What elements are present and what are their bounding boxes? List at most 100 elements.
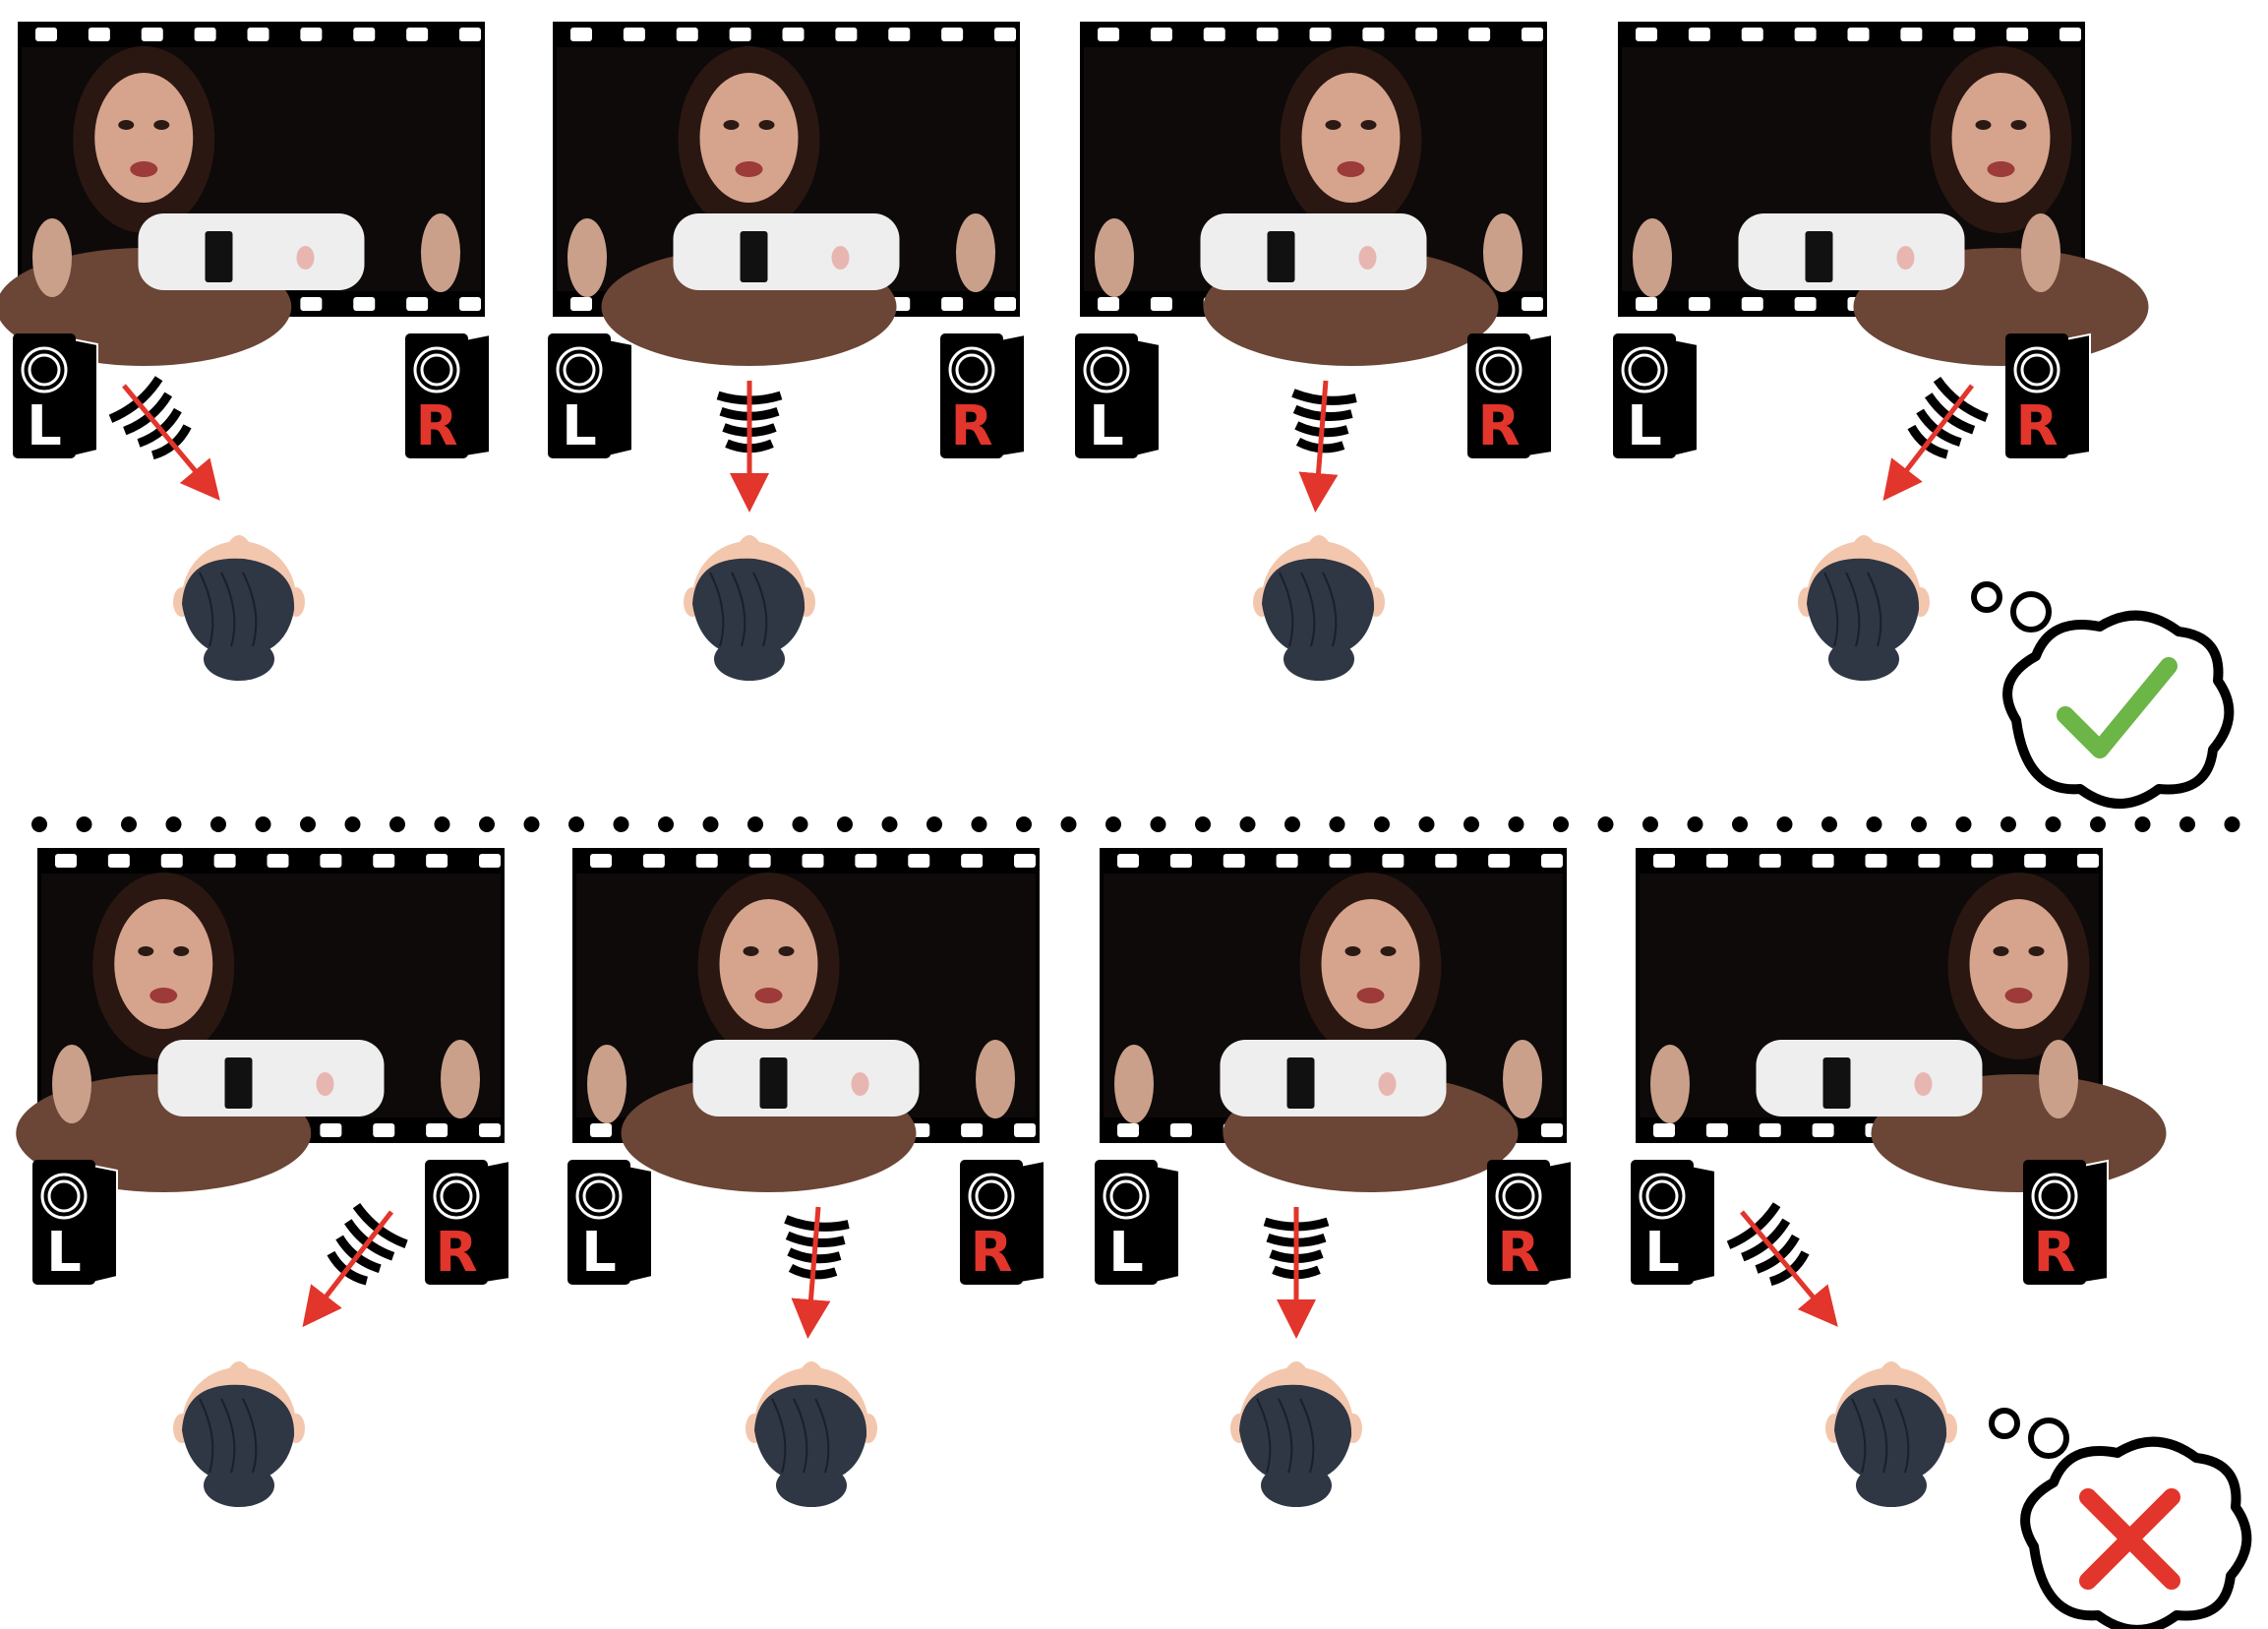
separator-dot — [121, 816, 137, 832]
hair-strand — [752, 572, 768, 647]
hair-strand — [1845, 572, 1861, 647]
sprocket-hole — [353, 28, 376, 41]
sprocket-hole — [320, 854, 342, 868]
separator-dot — [165, 816, 182, 832]
speaker-left: L — [1075, 333, 1161, 458]
performer-eye — [778, 946, 795, 956]
sprocket-hole — [642, 854, 665, 868]
performer-hand — [2039, 1040, 2078, 1118]
sprocket-hole — [459, 297, 481, 311]
sprocket-hole — [426, 1123, 448, 1137]
separator-dot — [702, 816, 719, 832]
sprocket-hole — [590, 1123, 612, 1137]
sprocket-hole — [1117, 1123, 1139, 1137]
hair-strand — [1851, 1398, 1867, 1474]
speaker-side — [1672, 337, 1699, 458]
listener-hair — [182, 558, 295, 657]
sprocket-hole — [141, 28, 163, 41]
sprocket-hole — [2024, 854, 2047, 868]
direction-arrow — [1740, 1210, 1838, 1327]
sprocket-hole — [1953, 28, 1976, 41]
performer-hand — [421, 213, 460, 292]
speaker-label-left: L — [1644, 1221, 1680, 1285]
performer-face — [94, 73, 194, 203]
sprocket-hole — [406, 28, 429, 41]
separator-dot — [2224, 816, 2240, 832]
sprocket-hole — [1812, 854, 1834, 868]
sprocket-hole — [1812, 1123, 1834, 1137]
sprocket-hole — [961, 854, 984, 868]
speaker-label-left: L — [562, 394, 597, 458]
listener-head-icon — [1798, 535, 1930, 681]
sprocket-hole — [1705, 1123, 1728, 1137]
performer-eye — [743, 946, 759, 956]
sprocket-hole — [802, 854, 824, 868]
sprocket-hole — [194, 28, 216, 41]
sprocket-hole — [1741, 297, 1763, 311]
cross-icon — [2079, 1488, 2180, 1590]
microphone-ear — [224, 1057, 253, 1109]
separator-dot — [1553, 816, 1569, 832]
performer-eye — [1380, 946, 1397, 956]
sprocket-hole — [1117, 854, 1139, 868]
sprocket-hole — [1329, 854, 1351, 868]
sprocket-hole — [2077, 854, 2099, 868]
video-still — [1640, 873, 2167, 1192]
row-separator — [31, 816, 2240, 832]
sprocket-hole — [160, 854, 183, 868]
speaker-label-left: L — [581, 1221, 617, 1285]
speaker-left: L — [13, 333, 98, 458]
listener-hair — [1807, 558, 1920, 657]
speaker-cone-icon — [1482, 353, 1516, 387]
sprocket-hole — [479, 854, 501, 868]
binaural-microphone — [1756, 1040, 1983, 1116]
sprocket-hole — [570, 297, 592, 311]
speaker-side — [999, 332, 1026, 458]
speaker-label-left: L — [46, 1221, 82, 1285]
sprocket-hole — [994, 297, 1016, 311]
hair-strand — [771, 1398, 787, 1474]
separator-dot — [1195, 816, 1211, 832]
separator-dot — [1821, 816, 1837, 832]
speaker-side — [607, 337, 633, 458]
direction-arrow — [791, 1206, 831, 1339]
speaker-side — [2082, 1159, 2109, 1285]
microphone-ear — [740, 231, 768, 282]
speaker-label-right: R — [415, 394, 457, 458]
separator-dot — [76, 816, 92, 832]
listener-hair — [1239, 1384, 1352, 1483]
sprocket-hole — [459, 28, 481, 41]
speaker-cone-icon — [948, 346, 995, 393]
performer-mouth — [1337, 161, 1365, 177]
separator-dot — [1150, 816, 1166, 832]
sprocket-hole — [729, 28, 751, 41]
sprocket-hole — [373, 854, 395, 868]
speaker-left: L — [1095, 1160, 1180, 1285]
sprocket-hole — [1098, 297, 1119, 311]
speaker-cone-icon — [1621, 346, 1668, 393]
speaker-cone-icon — [1083, 346, 1130, 393]
speaker-cone-icon — [1090, 353, 1123, 387]
speaker-right: R — [2005, 332, 2091, 458]
separator-dot — [837, 816, 853, 832]
separator-dot — [658, 816, 674, 832]
sprocket-hole — [1522, 28, 1543, 41]
hair-strand — [242, 1398, 258, 1474]
speaker-cone-icon — [40, 1173, 88, 1220]
sprocket-hole — [782, 28, 805, 41]
performer-hand — [2021, 213, 2060, 292]
sprocket-hole — [1415, 28, 1438, 41]
hair-strand — [199, 1398, 214, 1474]
direction-arrow — [302, 1210, 393, 1328]
separator-dot — [1284, 816, 1300, 832]
sprocket-hole — [961, 1123, 984, 1137]
listener-hair — [182, 1384, 295, 1483]
sprocket-hole — [1488, 854, 1511, 868]
sound-wave-arrow — [1882, 376, 1989, 502]
separator-dot — [1732, 816, 1748, 832]
sprocket-hole — [570, 28, 592, 41]
speaker-cone-icon — [433, 1173, 480, 1220]
sprocket-hole — [1223, 854, 1245, 868]
sprocket-hole — [1653, 854, 1675, 868]
